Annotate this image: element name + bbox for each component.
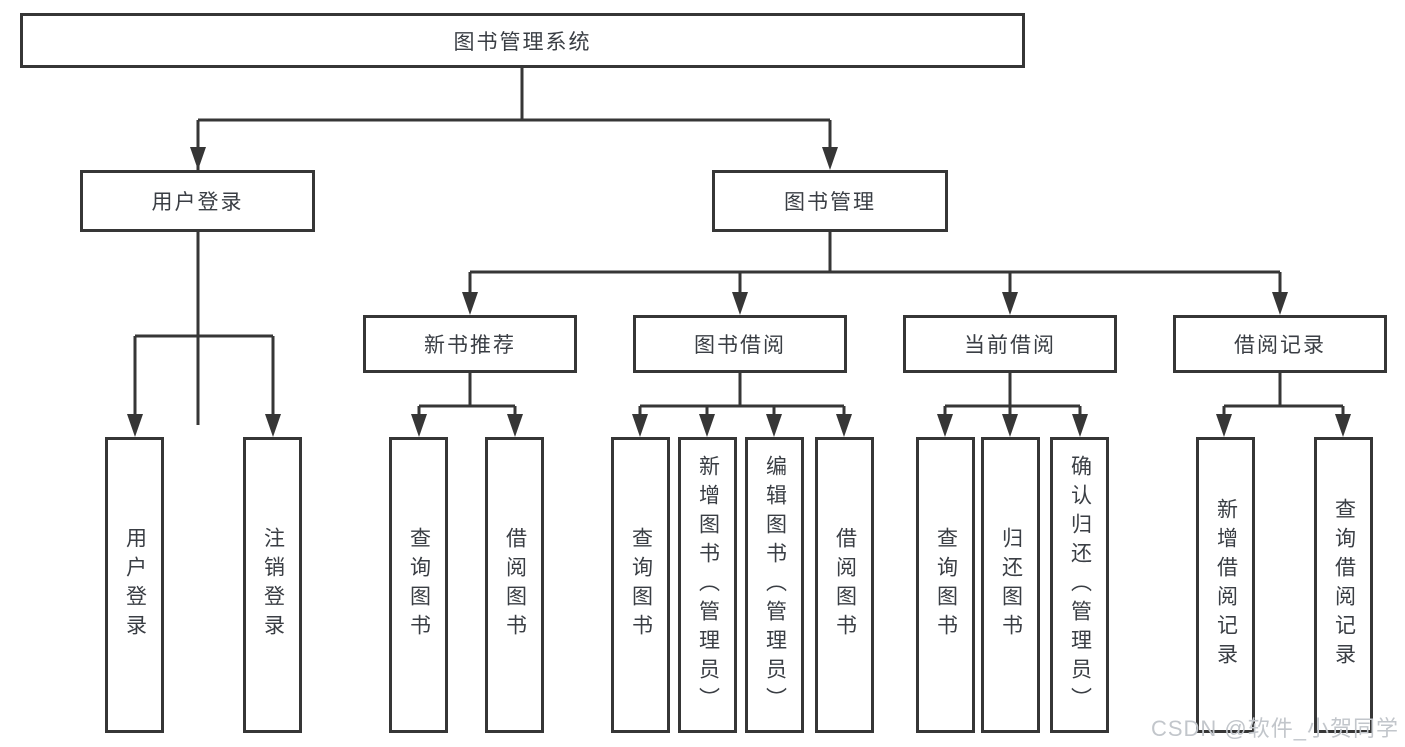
leaf-confirm-return-admin: 确认归还（管理员） [1050, 437, 1109, 733]
leaf-add-borrow-record: 新增借阅记录 [1196, 437, 1255, 733]
leaf-borrow-books-recommend: 借阅图书 [485, 437, 544, 733]
leaf-add-book-admin-label: 新增图书（管理员） [696, 454, 720, 716]
leaf-query-books-borrowing: 查询图书 [611, 437, 670, 733]
node-root-label: 图书管理系统 [453, 30, 592, 54]
leaf-confirm-return-admin-label: 确认归还（管理员） [1068, 454, 1092, 716]
leaf-query-borrow-record-label: 查询借阅记录 [1332, 498, 1356, 672]
node-borrowing-records-label: 借阅记录 [1234, 334, 1326, 357]
leaf-borrow-books-borrowing: 借阅图书 [815, 437, 874, 733]
csdn-watermark: CSDN @软件_小贺同学 [1150, 716, 1399, 741]
leaf-add-borrow-record-label: 新增借阅记录 [1214, 498, 1238, 672]
node-new-book-recommend-label: 新书推荐 [424, 334, 516, 357]
leaf-user-login: 用户登录 [105, 437, 164, 733]
leaf-logout-label: 注销登录 [261, 527, 285, 643]
leaf-borrow-books-borrowing-label: 借阅图书 [833, 527, 857, 643]
leaf-edit-book-admin: 编辑图书（管理员） [745, 437, 804, 733]
leaf-query-books-current-label: 查询图书 [934, 527, 958, 643]
node-book-management-label: 图书管理 [784, 191, 876, 214]
node-book-borrowing-label: 图书借阅 [694, 334, 786, 357]
leaf-return-book-label: 归还图书 [999, 527, 1023, 643]
node-new-book-recommend: 新书推荐 [363, 315, 577, 373]
leaf-query-books-recommend: 查询图书 [389, 437, 448, 733]
node-user-login-label: 用户登录 [151, 191, 244, 214]
leaf-edit-book-admin-label: 编辑图书（管理员） [763, 454, 787, 716]
node-current-borrowing-label: 当前借阅 [964, 334, 1056, 357]
leaf-query-books-current: 查询图书 [916, 437, 975, 733]
leaf-query-books-recommend-label: 查询图书 [407, 527, 431, 643]
node-book-management: 图书管理 [712, 170, 948, 232]
leaf-query-books-borrowing-label: 查询图书 [629, 527, 653, 643]
leaf-borrow-books-recommend-label: 借阅图书 [503, 527, 527, 643]
leaf-return-book: 归还图书 [981, 437, 1040, 733]
node-book-borrowing: 图书借阅 [633, 315, 847, 373]
node-current-borrowing: 当前借阅 [903, 315, 1117, 373]
leaf-logout: 注销登录 [243, 437, 302, 733]
node-borrowing-records: 借阅记录 [1173, 315, 1387, 373]
leaf-query-borrow-record: 查询借阅记录 [1314, 437, 1373, 733]
leaf-user-login-label: 用户登录 [123, 527, 147, 643]
node-root: 图书管理系统 [20, 13, 1025, 68]
node-user-login: 用户登录 [80, 170, 315, 232]
leaf-add-book-admin: 新增图书（管理员） [678, 437, 737, 733]
